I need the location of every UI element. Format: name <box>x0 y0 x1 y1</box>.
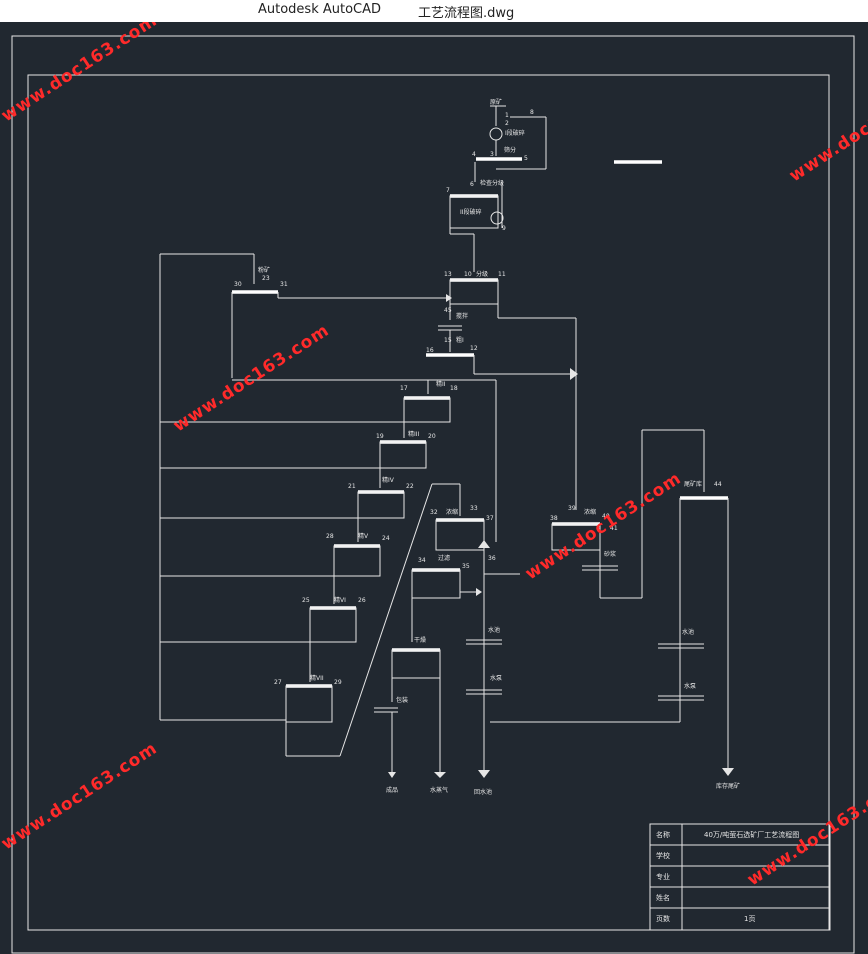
label-feed: 原矿 <box>490 98 502 106</box>
tailings-section <box>484 429 734 776</box>
stream-number: 11 <box>498 271 506 278</box>
label-packing: 包装 <box>396 696 408 704</box>
label-out-tailings: 库存尾矿 <box>716 782 740 790</box>
label-c4: 精III <box>408 430 420 438</box>
label-water-pool2: 水泵 <box>490 674 502 682</box>
label-c8: 精VII <box>310 674 324 682</box>
label-out-product: 成品 <box>386 786 398 794</box>
stream-number: 7 <box>446 187 450 194</box>
label-water-pool3: 水池 <box>682 628 694 636</box>
stream-number: 26 <box>358 597 366 604</box>
label-c5: 精IV <box>382 476 395 484</box>
stream-number: 29 <box>334 679 342 686</box>
label-out-water: 回水池 <box>474 788 492 796</box>
watermark: www.doc163.com <box>522 468 685 584</box>
stream-number: 21 <box>348 483 356 490</box>
inner-frame <box>27 74 830 931</box>
stream-number: 24 <box>382 535 390 542</box>
label-filter: 过滤 <box>438 554 450 562</box>
concentrate-dewatering <box>374 518 502 778</box>
cleaning-circuit <box>159 253 497 757</box>
label-crusher2: II段破碎 <box>460 208 482 216</box>
stream-number: 22 <box>406 483 414 490</box>
stream-number: 5 <box>524 155 528 162</box>
label-dryer: 干燥 <box>414 636 426 644</box>
label-classifier: 分级 <box>476 270 488 278</box>
label-sand: 砂浆 <box>604 550 616 558</box>
stream-number: 31 <box>280 281 288 288</box>
crushing-section <box>449 105 547 272</box>
label-tailing-thickener: 浓缩 <box>584 508 596 516</box>
stream-number: 25 <box>302 597 310 604</box>
stream-number: 12 <box>470 345 478 352</box>
watermark: www.doc163.com <box>786 70 868 186</box>
label-mixer: 搅拌 <box>456 312 468 320</box>
stream-number: 45 <box>444 307 452 314</box>
title-block-label-school: 学校 <box>656 851 670 860</box>
stream-number: 28 <box>326 533 334 540</box>
stream-number: 6 <box>470 181 474 188</box>
stream-number: 39 <box>568 505 576 512</box>
stream-number: 9 <box>502 225 506 232</box>
label-crusher1: I段破碎 <box>505 129 525 137</box>
stream-number: 8 <box>530 109 534 116</box>
stream-number: 3 <box>490 151 494 158</box>
label-water-pool4: 水泵 <box>684 682 696 690</box>
stream-number: 34 <box>418 557 426 564</box>
stream-number: 15 <box>444 337 452 344</box>
outer-frame <box>11 35 855 954</box>
grinding-section <box>426 278 578 510</box>
stream-number: 32 <box>430 509 438 516</box>
window-titlebar: Autodesk AutoCAD 工艺流程图.dwg <box>0 0 868 22</box>
label-rougher: 粗I <box>456 336 464 344</box>
stream-number: 36 <box>488 555 496 562</box>
label-screen2: 检查分级 <box>480 179 504 187</box>
stream-number: 17 <box>400 385 408 392</box>
stream-number: 4 <box>472 151 476 158</box>
label-screen1: 筛分 <box>504 146 516 154</box>
label-out-vapor: 水蒸气 <box>430 786 448 794</box>
stream-number: 1 <box>505 112 509 119</box>
title-block-label-name: 名称 <box>656 830 670 839</box>
stream-number: 35 <box>462 563 470 570</box>
label-bin: 粉矿 <box>258 266 270 274</box>
watermark: www.doc163.com <box>170 320 333 436</box>
stream-number: 19 <box>376 433 384 440</box>
stream-number: 2 <box>505 120 509 127</box>
label-c6: 精V <box>358 532 369 540</box>
title-block-label-pages: 页数 <box>656 914 670 923</box>
title-block-value-pages: 1页 <box>744 915 755 923</box>
stream-number: 20 <box>428 433 436 440</box>
stream-number: 23 <box>262 275 270 282</box>
app-name: Autodesk AutoCAD <box>258 2 382 17</box>
watermark: www.doc163.com <box>0 22 161 126</box>
label-c3: 精II <box>436 380 446 388</box>
label-c7: 精VI <box>334 596 346 604</box>
watermark: www.doc163.com <box>0 738 161 854</box>
stream-number: 40 <box>602 513 610 520</box>
stream-number: 13 <box>444 271 452 278</box>
stream-number: 18 <box>450 385 458 392</box>
drawing-canvas[interactable]: 原矿 I段破碎 筛分 检查分级 II段破碎 粉矿 分级 搅拌 粗I 精II 精I… <box>0 22 868 954</box>
file-name: 工艺流程图.dwg <box>418 6 515 21</box>
label-concentrate-thickener: 浓缩 <box>446 508 458 516</box>
stream-number: 38 <box>550 515 558 522</box>
stream-number: 30 <box>234 281 242 288</box>
stream-number: 33 <box>470 505 478 512</box>
stream-number: 44 <box>714 481 722 488</box>
title-block-value-name: 40万/吨萤石选矿厂工艺流程图 <box>704 830 799 839</box>
stream-number: 10 <box>464 271 472 278</box>
label-tailing-pond: 尾矿库 <box>684 480 702 488</box>
title-block-label-major: 专业 <box>656 872 670 881</box>
title-block: 名称 40万/吨萤石选矿厂工艺流程图 学校 专业 姓名 页数 1页 <box>649 823 831 931</box>
stream-number: 37 <box>486 515 494 522</box>
stream-number: 16 <box>426 347 434 354</box>
label-water-pool1: 水池 <box>488 626 500 634</box>
title-block-label-student: 姓名 <box>656 893 670 902</box>
stream-number: 27 <box>274 679 282 686</box>
stream-number: 41 <box>610 525 618 532</box>
